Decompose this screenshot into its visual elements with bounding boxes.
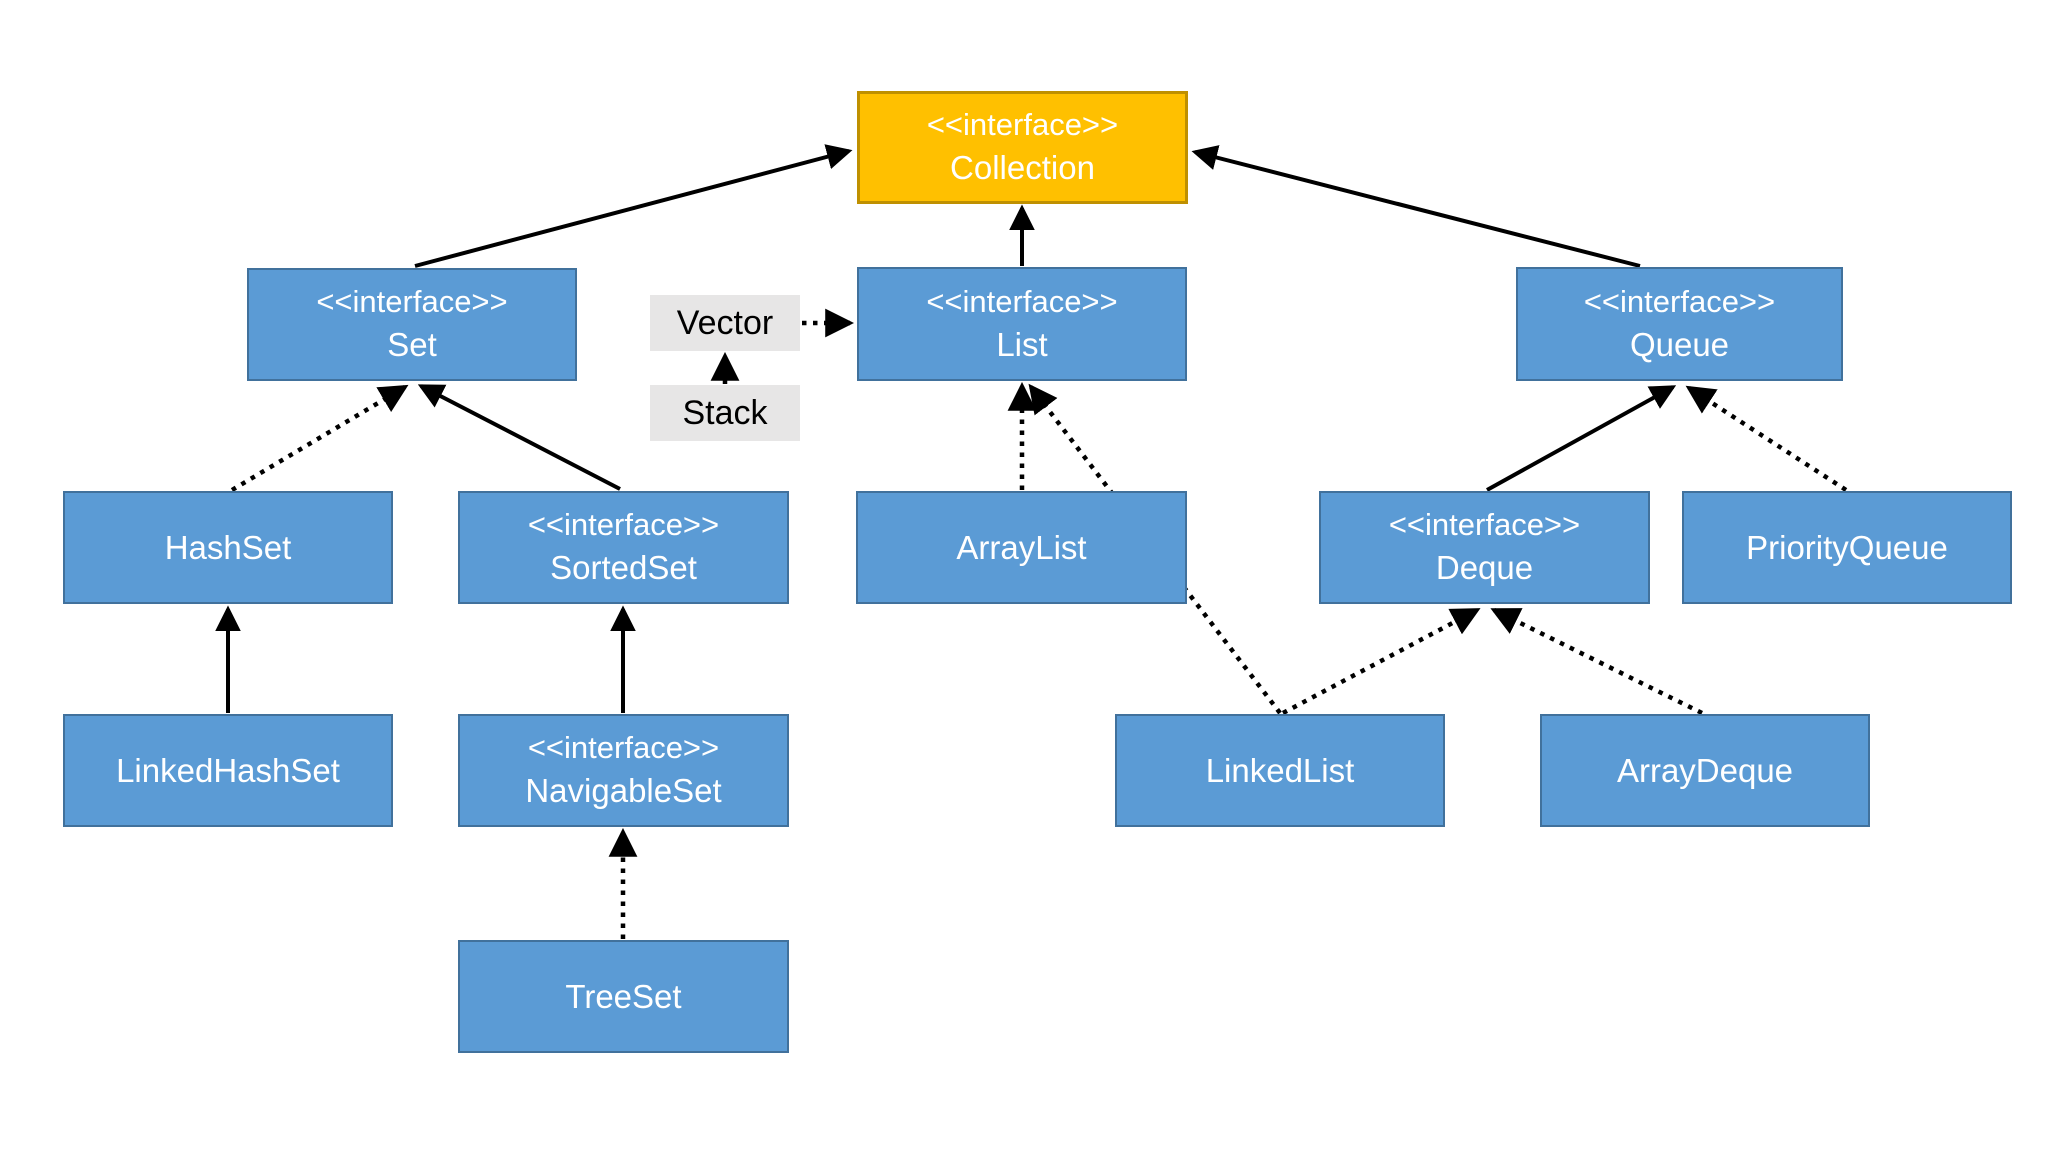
node-deque-stereotype: <<interface>> (1388, 507, 1581, 543)
node-sortedset-label: SortedSet (550, 549, 697, 587)
node-linkedhashset-label: LinkedHashSet (116, 751, 340, 789)
node-arraydeque: ArrayDeque (1540, 714, 1870, 827)
node-arraydeque-label: ArrayDeque (1616, 751, 1794, 789)
node-hashset-label: HashSet (164, 528, 292, 566)
node-linkedhashset: LinkedHashSet (63, 714, 393, 827)
node-treeset-label: TreeSet (565, 977, 682, 1015)
node-priorityqueue-label: PriorityQueue (1746, 528, 1948, 566)
node-queue-stereotype: <<interface>> (1583, 283, 1776, 319)
node-navigableset-label: NavigableSet (525, 772, 722, 810)
node-treeset: TreeSet (458, 940, 789, 1053)
node-sortedset: <<interface>> SortedSet (458, 491, 789, 604)
edge-linkedlist-deque (1281, 608, 1481, 715)
node-hashset: HashSet (63, 491, 393, 604)
node-list-label: List (996, 325, 1048, 363)
node-vector-label: Vector (676, 303, 774, 342)
edge-sortedset-set (417, 384, 621, 491)
node-navigableset: <<interface>> NavigableSet (458, 714, 789, 827)
edge-hashset-set (230, 384, 409, 492)
node-deque-label: Deque (1435, 549, 1534, 587)
edge-queue-collection (1191, 145, 1641, 268)
node-deque: <<interface>> Deque (1319, 491, 1650, 604)
edge-arraydeque-deque (1490, 607, 1703, 716)
node-linkedlist-label: LinkedList (1205, 751, 1355, 789)
edge-linkedlist-list (1028, 383, 1282, 715)
node-arraylist: ArrayList (856, 491, 1187, 604)
node-stack-label: Stack (682, 393, 768, 432)
node-vector: Vector (650, 295, 800, 351)
node-linkedlist: LinkedList (1115, 714, 1445, 827)
node-set: <<interface>> Set (247, 268, 577, 381)
node-collection-stereotype: <<interface>> (926, 107, 1119, 143)
node-set-label: Set (387, 326, 437, 364)
edge-deque-queue (1486, 385, 1677, 492)
node-priorityqueue: PriorityQueue (1682, 491, 2012, 604)
node-stack: Stack (650, 385, 800, 441)
edge-set-collection (414, 144, 853, 268)
node-arraylist-label: ArrayList (956, 528, 1087, 566)
node-collection: <<interface>> Collection (857, 91, 1188, 204)
edge-priorityqueue-queue (1685, 385, 1848, 492)
node-list: <<interface>> List (857, 267, 1187, 381)
node-set-stereotype: <<interface>> (316, 284, 508, 320)
node-queue-label: Queue (1629, 325, 1730, 363)
node-list-stereotype: <<interface>> (926, 283, 1118, 319)
node-navigableset-stereotype: <<interface>> (527, 730, 720, 766)
node-queue: <<interface>> Queue (1516, 267, 1843, 381)
node-collection-label: Collection (950, 149, 1095, 187)
node-sortedset-stereotype: <<interface>> (527, 507, 720, 543)
